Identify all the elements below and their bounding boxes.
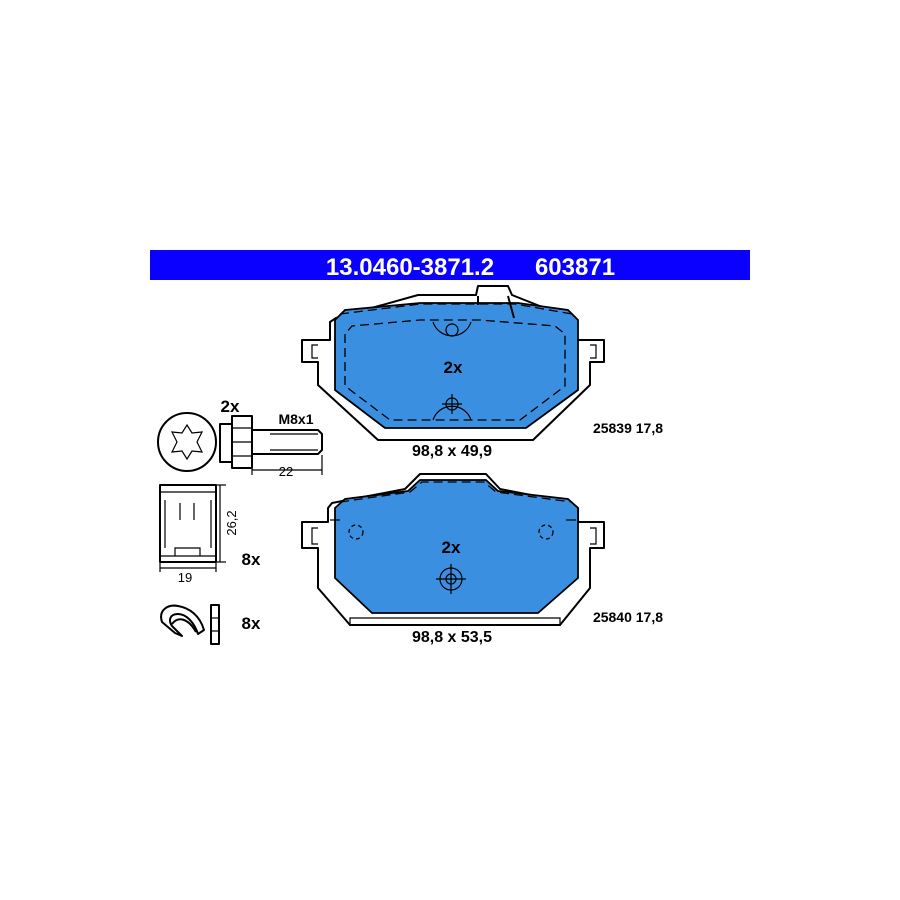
pad-upper-friction-material xyxy=(334,302,579,429)
pad-upper-quantity: 2x xyxy=(444,358,463,377)
bolt-head-end-view xyxy=(157,412,217,472)
clip-quantity: 8x xyxy=(242,550,261,569)
pad-lower-code: 25840 17,8 xyxy=(593,609,663,625)
spring-clip-accessory: 8x xyxy=(160,604,261,645)
pad-lower-left-hole xyxy=(348,524,364,540)
spring-clip-quantity: 8x xyxy=(242,614,261,633)
part-number: 13.0460-3871.2 xyxy=(326,254,494,281)
clip-accessory: 26,2 19 8x xyxy=(159,484,261,585)
spring-clip-icon xyxy=(160,604,205,637)
brake-pad-upper: 2x 98,8 x 49,9 25839 17,8 xyxy=(301,285,663,460)
clip-height: 26,2 xyxy=(224,510,239,535)
bolt-shank xyxy=(251,429,323,455)
pad-upper-backing-plate xyxy=(301,285,605,441)
clip-width: 19 xyxy=(178,570,192,585)
pad-lower-friction-material xyxy=(334,479,579,614)
torx-socket-icon xyxy=(170,423,204,461)
pad-lower-quantity: 2x xyxy=(442,538,461,557)
brake-pad-lower: 2x 98,8 x 53,5 25840 17,8 xyxy=(301,473,663,646)
pad-upper-dimensions: 98,8 x 49,9 xyxy=(412,443,492,460)
bolt-length: 22 xyxy=(279,464,293,479)
bolt-accessory: 2x M8x1 22 xyxy=(157,397,323,479)
pad-upper-top-hole xyxy=(445,323,459,337)
spring-clip-side-view xyxy=(210,604,220,645)
pad-lower-backing-plate xyxy=(301,473,605,626)
bolt-quantity: 2x xyxy=(221,397,240,416)
clip-body xyxy=(159,484,217,563)
bolt-flange xyxy=(219,423,233,463)
bolt-thread: M8x1 xyxy=(278,411,313,427)
header-band xyxy=(150,250,750,280)
pad-lower-dimensions: 98,8 x 53,5 xyxy=(412,629,492,646)
pad-upper-code: 25839 17,8 xyxy=(593,420,663,436)
reference-number: 603871 xyxy=(535,254,615,281)
pad-lower-right-hole xyxy=(538,524,554,540)
